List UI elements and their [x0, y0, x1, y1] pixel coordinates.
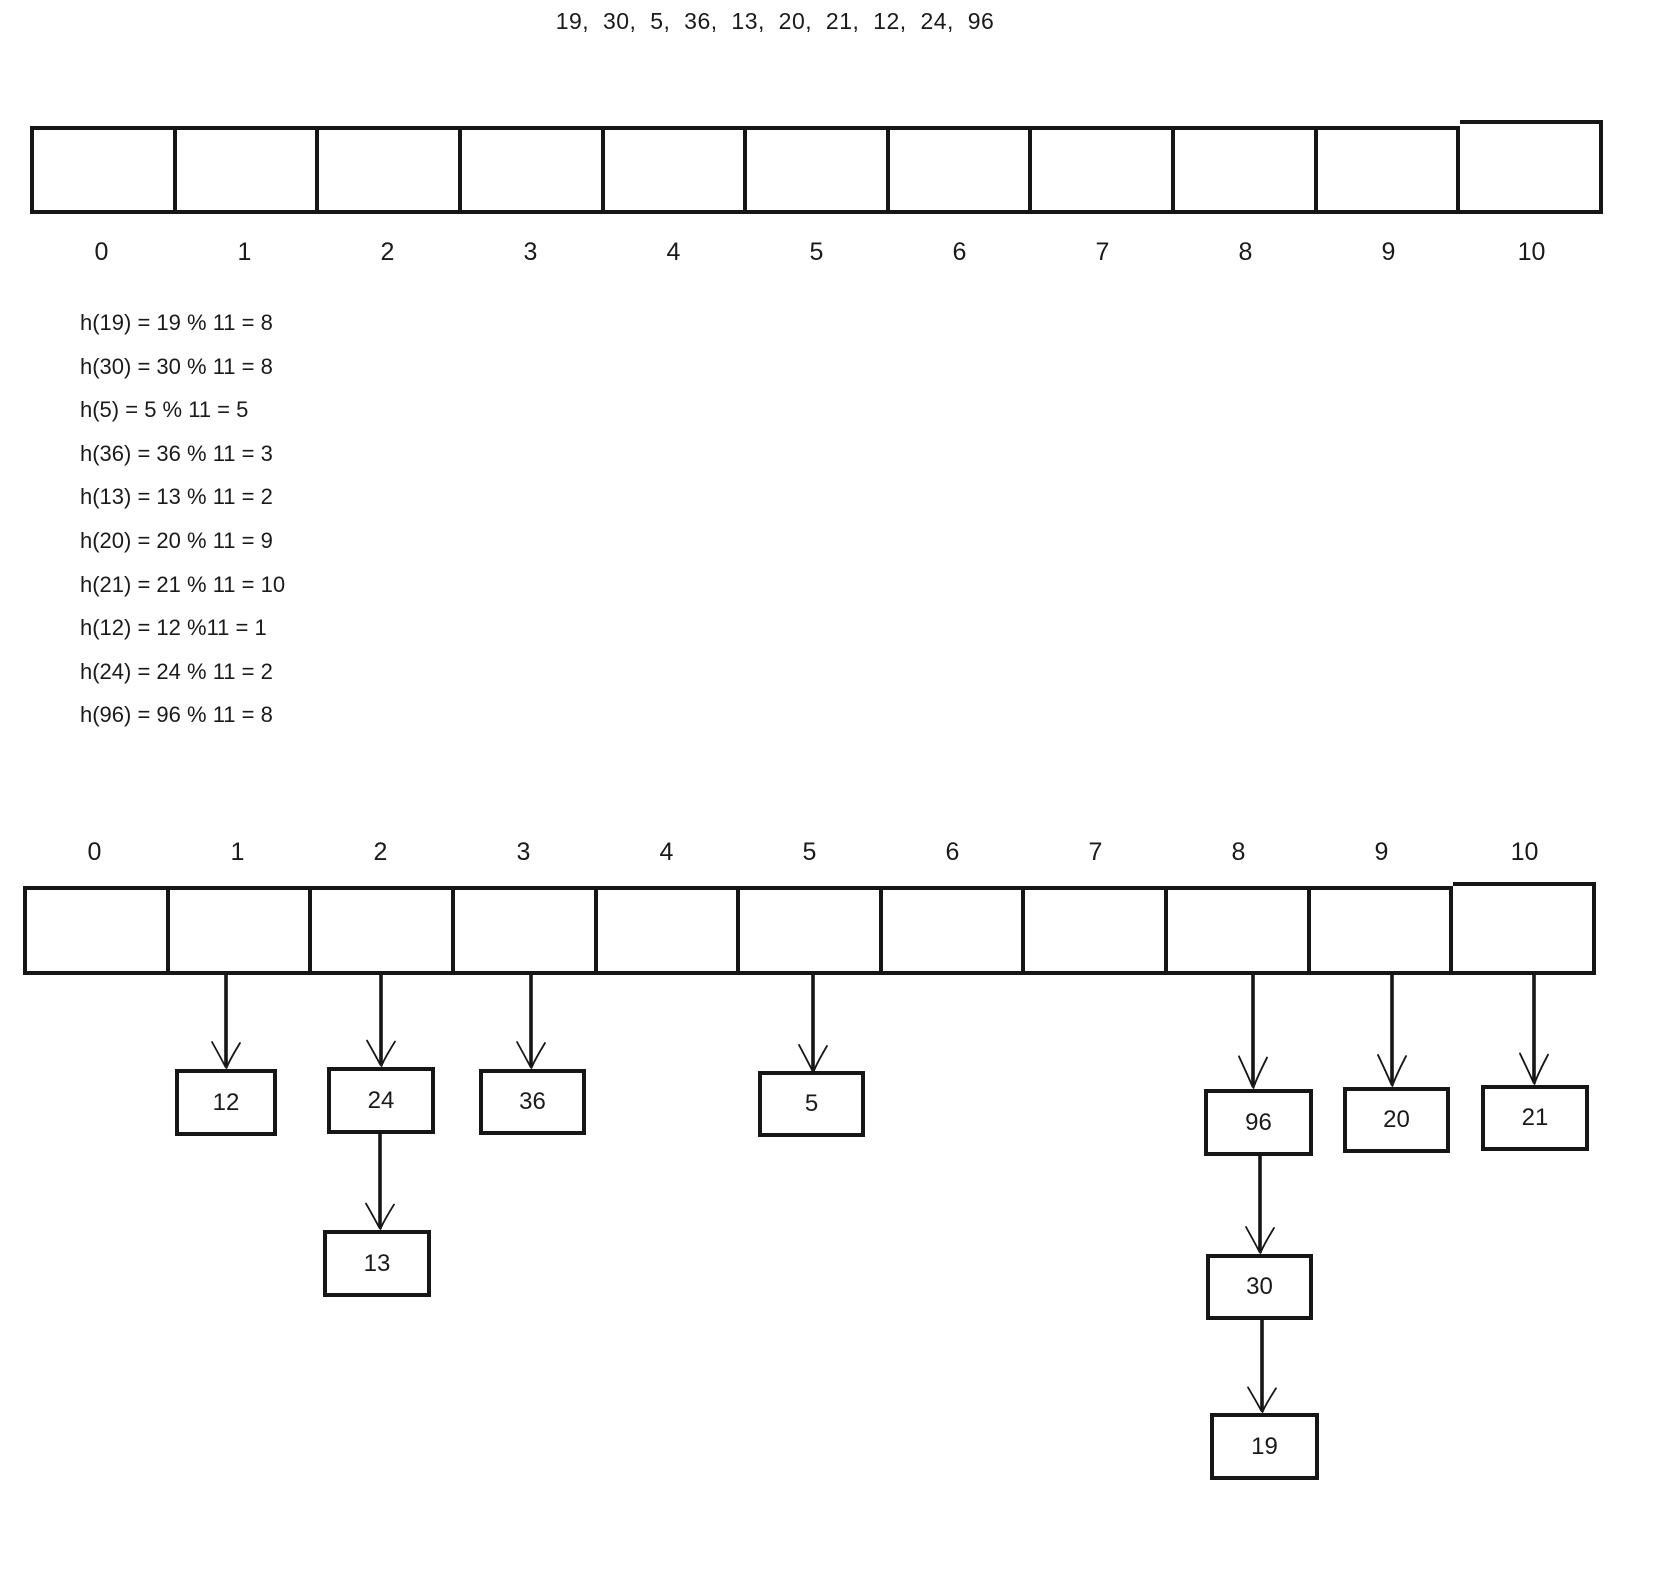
index-label: 8 — [1231, 838, 1246, 866]
index-label: 3 — [523, 238, 538, 266]
bucket-3 — [454, 886, 598, 975]
hash-line: h(12) = 12 %11 = 1 — [80, 615, 267, 641]
index-label: 9 — [1381, 238, 1396, 266]
chain-node-5: 5 — [758, 1071, 865, 1137]
hash-line: h(24) = 24 % 11 = 2 — [80, 658, 273, 684]
chain-node-13: 13 — [323, 1230, 431, 1297]
arrow-node30-to-node19 — [1247, 1320, 1277, 1413]
hash-line: h(21) = 21 % 11 = 10 — [80, 571, 286, 597]
index-label: 2 — [380, 238, 395, 266]
chain-node-20: 20 — [1343, 1087, 1450, 1153]
empty-bucket-2 — [319, 126, 462, 214]
bucket-1 — [169, 886, 313, 975]
index-label: 10 — [1510, 838, 1539, 866]
empty-bucket-8 — [1175, 126, 1318, 214]
chain-node-30: 30 — [1206, 1254, 1313, 1320]
index-label: 4 — [659, 838, 674, 866]
arrow-bucket10-to-node21 — [1519, 971, 1549, 1085]
empty-bucket-1 — [176, 126, 320, 214]
index-label: 1 — [230, 838, 245, 866]
index-label: 7 — [1088, 838, 1103, 866]
arrow-bucket5-to-node5 — [798, 971, 828, 1073]
index-label: 8 — [1238, 238, 1253, 266]
index-label: 9 — [1374, 838, 1389, 866]
arrow-bucket8-to-node96 — [1238, 971, 1268, 1089]
index-labels-bottom: 0 1 2 3 4 5 6 7 8 9 10 — [30, 238, 1603, 267]
hash-line: h(30) = 30 % 11 = 8 — [80, 353, 273, 379]
chain-node-96: 96 — [1204, 1089, 1313, 1156]
bucket-7 — [1025, 886, 1169, 975]
index-label: 0 — [87, 838, 102, 866]
hash-line: h(20) = 20 % 11 = 9 — [80, 527, 273, 553]
bucket-6 — [882, 886, 1026, 975]
chain-node-36: 36 — [479, 1069, 586, 1135]
index-labels-top: 0 1 2 3 4 5 6 7 8 9 10 — [23, 838, 1596, 867]
bucket-10 — [1453, 882, 1597, 975]
index-label: 5 — [802, 838, 817, 866]
empty-bucket-0 — [30, 126, 177, 214]
chain-node-21: 21 — [1481, 1085, 1589, 1151]
index-label: 0 — [94, 238, 109, 266]
input-sequence: 19, 30, 5, 36, 13, 20, 21, 12, 24, 96 — [555, 8, 995, 34]
empty-bucket-9 — [1317, 126, 1461, 214]
empty-hash-table — [30, 120, 1604, 214]
bucket-0 — [23, 886, 170, 975]
index-label: 6 — [952, 238, 967, 266]
index-label: 5 — [809, 238, 824, 266]
chain-node-12: 12 — [175, 1069, 277, 1136]
bucket-9 — [1310, 886, 1454, 975]
empty-bucket-5 — [747, 126, 890, 214]
hash-line: h(96) = 96 % 11 = 8 — [80, 702, 273, 728]
arrow-node96-to-node30 — [1245, 1156, 1275, 1254]
index-label: 1 — [237, 238, 252, 266]
arrow-bucket9-to-node20 — [1377, 971, 1407, 1087]
bucket-2 — [312, 886, 455, 975]
chain-node-19: 19 — [1210, 1413, 1319, 1480]
bucket-8 — [1168, 886, 1311, 975]
arrow-bucket2-to-node24 — [366, 971, 396, 1067]
index-label: 10 — [1517, 238, 1546, 266]
index-label: 6 — [945, 838, 960, 866]
empty-bucket-10 — [1460, 120, 1604, 214]
empty-bucket-7 — [1032, 126, 1176, 214]
empty-bucket-6 — [889, 126, 1033, 214]
chained-hash-table — [23, 882, 1597, 975]
index-label: 4 — [666, 238, 681, 266]
arrow-node24-to-node13 — [365, 1134, 395, 1230]
arrow-bucket3-to-node36 — [516, 971, 546, 1069]
hash-line: h(5) = 5 % 11 = 5 — [80, 397, 249, 423]
hash-line: h(36) = 36 % 11 = 3 — [80, 440, 273, 466]
hash-computations: h(19) = 19 % 11 = 8 h(30) = 30 % 11 = 8 … — [80, 301, 285, 737]
empty-bucket-4 — [604, 126, 748, 214]
empty-bucket-3 — [461, 126, 605, 214]
arrow-bucket1-to-node12 — [211, 971, 241, 1069]
hash-line: h(19) = 19 % 11 = 8 — [80, 310, 273, 335]
bucket-5 — [740, 886, 883, 975]
bucket-4 — [597, 886, 741, 975]
index-label: 7 — [1095, 238, 1110, 266]
hash-line: h(13) = 13 % 11 = 2 — [80, 484, 273, 510]
index-label: 2 — [373, 838, 388, 866]
index-label: 3 — [516, 838, 531, 866]
chain-node-24: 24 — [327, 1067, 435, 1134]
